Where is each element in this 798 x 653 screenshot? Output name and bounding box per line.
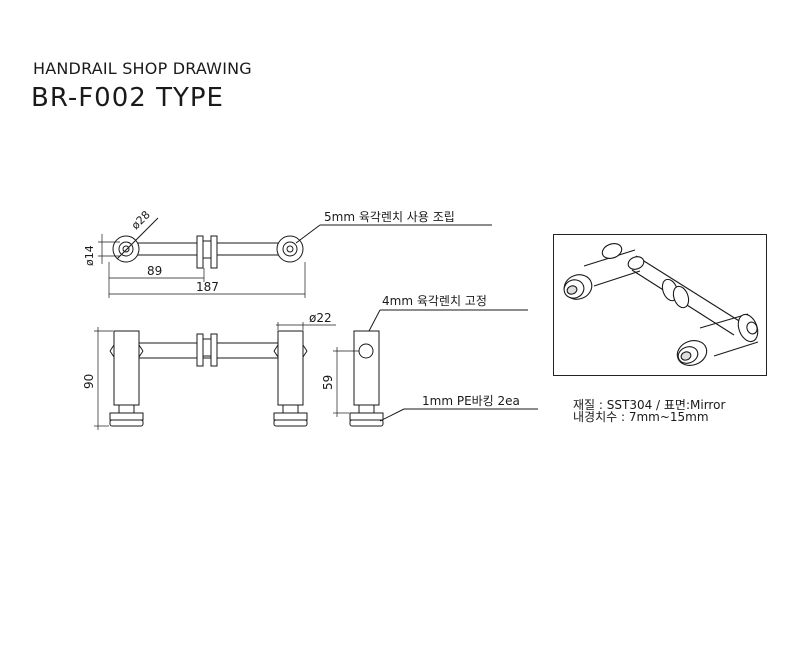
note-5mm-hex: 5mm 육각렌치 사용 조립	[324, 210, 455, 224]
dim-89: 89	[147, 264, 162, 278]
dim-90: 90	[82, 374, 96, 389]
product-photo-frame	[553, 234, 767, 376]
side-view	[333, 309, 538, 427]
dim-187: 187	[196, 280, 219, 294]
top-clamp-left	[196, 235, 204, 269]
dim-59: 59	[321, 375, 335, 390]
dim-phi28: ø28	[129, 208, 153, 232]
left-post	[113, 330, 140, 406]
left-end-cap	[112, 235, 140, 263]
right-post	[277, 330, 304, 406]
note-pe-packing: 1mm PE바킹 2ea	[422, 394, 520, 408]
spec-size: 내경치수 : 7mm~15mm	[573, 410, 709, 424]
drawing-title: BR-F002 TYPE	[31, 83, 224, 113]
dim-phi14: ø14	[83, 245, 96, 266]
top-view	[98, 217, 492, 298]
spec-material: 재질 : SST304 / 표면:Mirror	[573, 398, 726, 412]
drawing-subtitle: HANDRAIL SHOP DRAWING	[33, 59, 252, 78]
front-view	[94, 322, 336, 430]
dim-phi22: ø22	[309, 311, 332, 325]
right-end-cap	[276, 235, 304, 263]
top-clamp-right	[210, 235, 218, 269]
note-4mm-hex: 4mm 육각렌치 고정	[382, 294, 487, 308]
